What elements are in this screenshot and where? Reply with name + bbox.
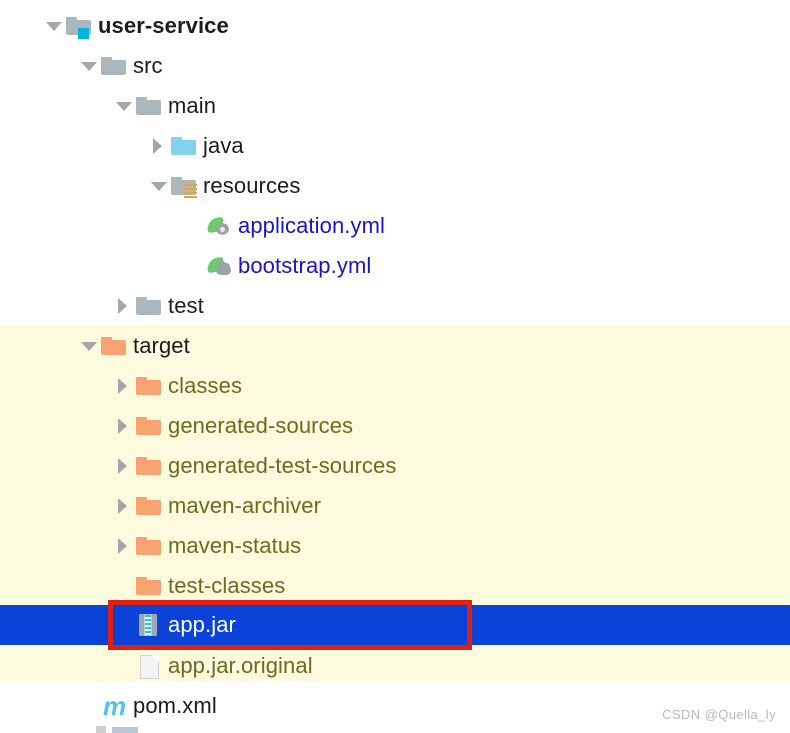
tree-node-label: test-classes [168,573,286,598]
tree-node-label: bootstrap.yml [238,253,372,278]
maven-pom-icon: m [102,691,127,721]
toggle-spacer [182,246,204,286]
toggle-spacer [112,646,134,686]
chevron-right-icon[interactable] [112,446,134,486]
tree-node-label: src [133,53,163,78]
folder-icon [99,46,127,86]
clipped-bottom-row [0,726,790,733]
folder-sources-root-icon [169,126,197,166]
folder-excluded-icon [134,486,162,526]
tree-row[interactable]: test-classes [0,566,790,606]
tree-row[interactable]: classes [0,366,790,406]
toggle-spacer [112,566,134,606]
chevron-down-icon[interactable] [112,86,134,126]
tree-node-label: maven-archiver [168,493,322,518]
tree-row[interactable]: test [0,286,790,326]
chevron-right-icon[interactable] [112,406,134,446]
tree-row[interactable]: target [0,326,790,366]
chevron-right-icon[interactable] [112,526,134,566]
tree-row[interactable]: app.jar [0,605,790,645]
spring-config-leaf-gear-icon [204,206,232,246]
chevron-down-icon[interactable] [42,6,64,46]
tree-row[interactable]: generated-sources [0,406,790,446]
tree-row[interactable]: maven-status [0,526,790,566]
toggle-spacer [112,605,134,645]
folder-excluded-icon [134,366,162,406]
tree-row[interactable]: src [0,46,790,86]
tree-node-label: app.jar [168,612,236,637]
tree-node-label: pom.xml [133,693,217,718]
tree-row[interactable]: app.jar.original [0,646,790,686]
chevron-right-icon[interactable] [147,126,169,166]
tree-node-label: generated-sources [168,413,354,438]
tree-node-label: java [203,133,244,158]
tree-row[interactable]: java [0,126,790,166]
tree-node-label: app.jar.original [168,653,313,678]
chevron-right-icon[interactable] [112,286,134,326]
tree-node-label: main [168,93,217,118]
file-icon [134,646,162,686]
tree-row[interactable]: resources [0,166,790,206]
module-badge-icon [78,28,89,39]
folder-icon [134,286,162,326]
tree-row[interactable]: user-service [0,6,790,46]
chevron-down-icon[interactable] [77,326,99,366]
folder-excluded-icon [134,446,162,486]
tree-row[interactable]: application.yml [0,206,790,246]
tree-row[interactable]: main [0,86,790,126]
folder-resources-root-icon [169,166,197,206]
tree-node-label: maven-status [168,533,302,558]
tree-row[interactable]: generated-test-sources [0,446,790,486]
folder-excluded-icon [99,326,127,366]
jar-archive-icon [134,605,162,645]
tree-node-label: target [133,333,190,358]
spring-config-leaf-cloud-icon [204,246,232,286]
tree-node-label: resources [203,173,301,198]
folder-module-icon [64,6,92,46]
resources-badge-icon [184,184,197,198]
folder-excluded-icon [134,566,162,606]
chevron-right-icon[interactable] [112,486,134,526]
tree-node-label: generated-test-sources [168,453,397,478]
toggle-spacer [77,686,99,726]
tree-node-label: user-service [98,13,229,38]
tree-node-label: application.yml [238,213,386,238]
folder-icon [134,86,162,126]
folder-excluded-icon [134,526,162,566]
tree-node-label: classes [168,373,243,398]
chevron-down-icon[interactable] [77,46,99,86]
tree-row[interactable]: maven-archiver [0,486,790,526]
tree-node-label: test [168,293,204,318]
tree-row[interactable]: bootstrap.yml [0,246,790,286]
chevron-down-icon[interactable] [147,166,169,206]
folder-excluded-icon [134,406,162,446]
toggle-spacer [182,206,204,246]
csdn-watermark: CSDN @Quella_ly [662,707,776,722]
chevron-right-icon[interactable] [112,366,134,406]
